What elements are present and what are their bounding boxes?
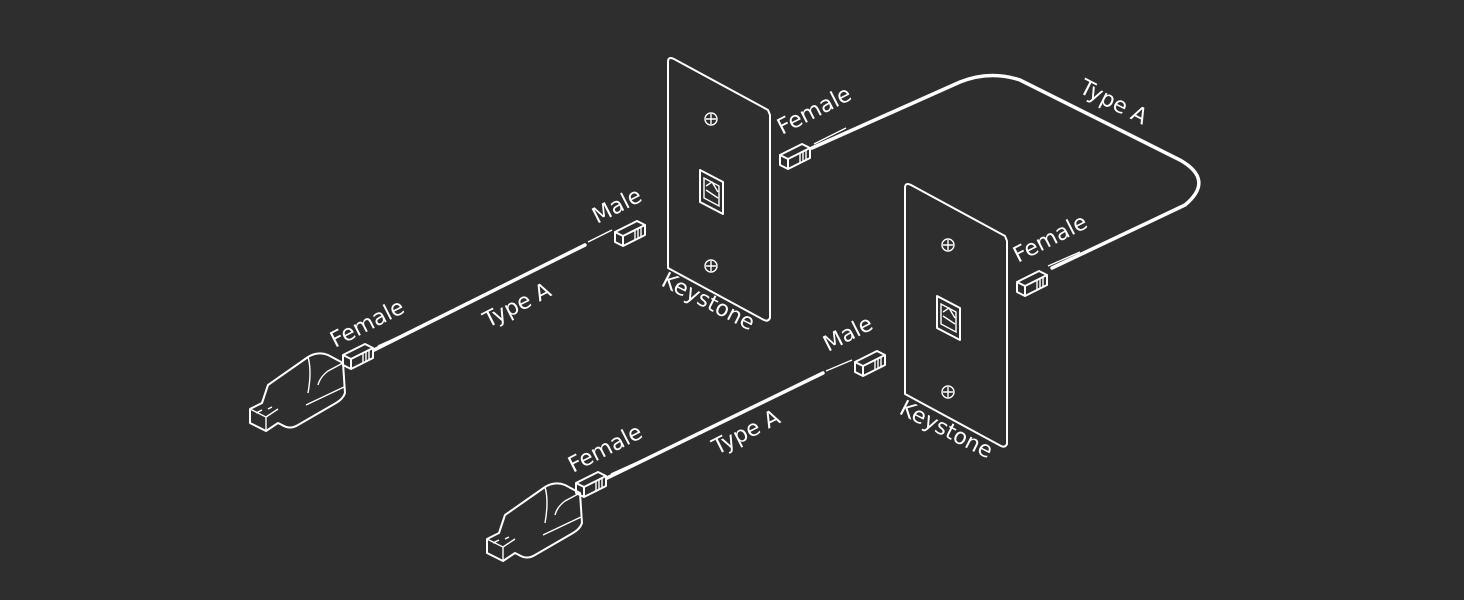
hdmi-adapter-icon [249, 352, 346, 432]
female-plug-icon [1016, 270, 1048, 297]
hdmi-adapter-icon [486, 482, 583, 562]
label-female: Female [1009, 210, 1091, 268]
label-keystone: Keystone [657, 268, 758, 336]
label-male: Male [588, 183, 646, 229]
male-plug-icon [614, 220, 646, 247]
male-plug-icon [854, 350, 886, 377]
cable-line [810, 73, 1201, 270]
lower-cable [486, 350, 886, 562]
label-female: Female [564, 420, 646, 478]
link-cable [779, 73, 1201, 297]
cable-line [372, 243, 587, 352]
label-type-a: Type A [707, 405, 784, 461]
upper-left-cable [249, 220, 646, 432]
label-male: Male [819, 311, 877, 357]
cable-line [605, 371, 825, 480]
label-keystone: Keystone [895, 396, 996, 464]
label-female: Female [773, 82, 855, 140]
label-type-a: Type A [478, 278, 555, 334]
label-type-a: Type A [1074, 75, 1151, 131]
female-plug-icon [779, 143, 811, 170]
